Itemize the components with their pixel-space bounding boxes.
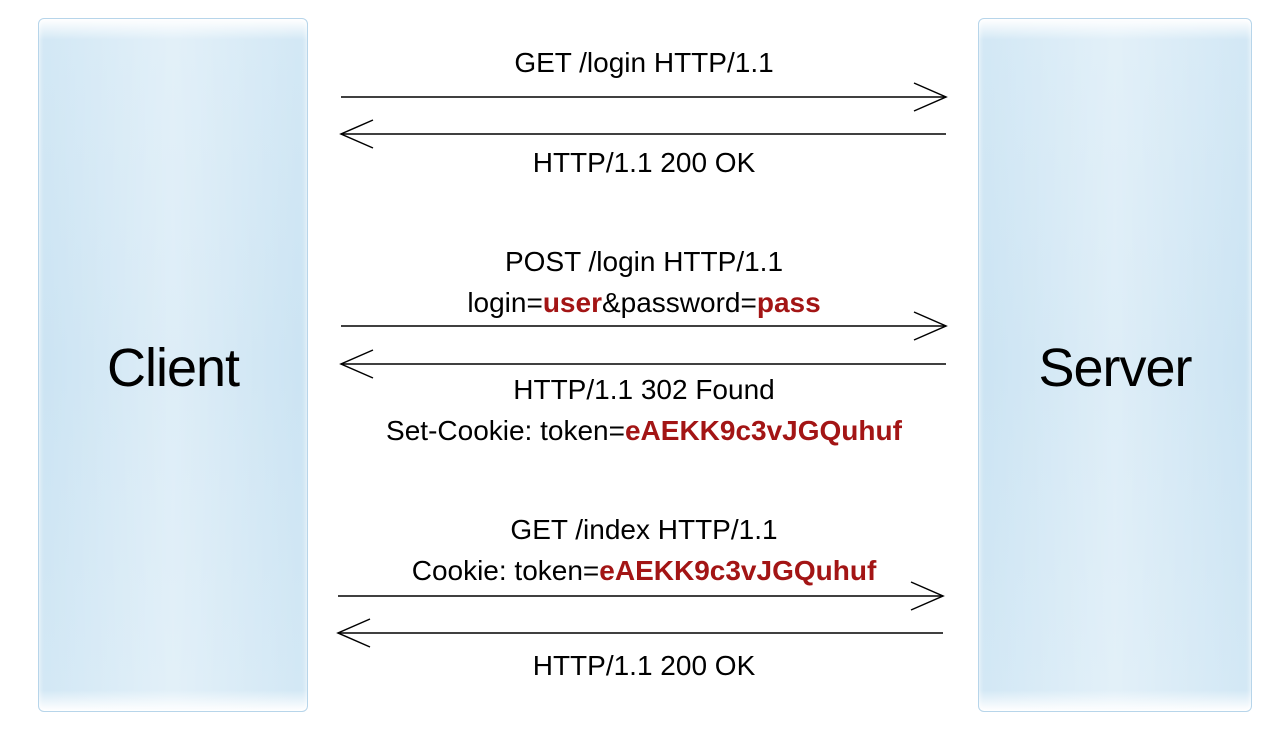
response-3-line: HTTP/1.1 200 OK <box>532 650 756 681</box>
server-box: Server <box>978 18 1252 712</box>
request-2-user-value: user <box>542 287 602 318</box>
response-2-line: HTTP/1.1 302 Found <box>513 374 775 405</box>
request-1-line: GET /login HTTP/1.1 <box>514 47 774 78</box>
arrow-request-2 <box>341 311 948 341</box>
arrow-response-2 <box>339 349 946 379</box>
request-2-body-prefix: login= <box>467 287 543 318</box>
client-box: Client <box>38 18 308 712</box>
request-2-body: login=user&password=pass <box>340 284 948 322</box>
arrow-request-3 <box>338 581 945 611</box>
response-1-line: HTTP/1.1 200 OK <box>532 147 756 178</box>
arrow-request-1 <box>341 82 948 112</box>
request-3-cookie: Cookie: token=eAEKK9c3vJGQuhuf <box>340 552 948 590</box>
client-label: Client <box>106 338 240 398</box>
request-2-line: POST /login HTTP/1.1 <box>504 246 784 277</box>
server-label: Server <box>1038 338 1192 398</box>
request-2-pass-value: pass <box>756 287 821 318</box>
arrow-response-1 <box>339 119 946 149</box>
response-2-cookie-prefix: Set-Cookie: token= <box>386 415 625 446</box>
request-3-token: eAEKK9c3vJGQuhuf <box>599 555 877 586</box>
request-3-line: GET /index HTTP/1.1 <box>510 514 778 545</box>
request-2-body-mid: &password= <box>601 287 757 318</box>
response-2-set-cookie: Set-Cookie: token=eAEKK9c3vJGQuhuf <box>340 412 948 450</box>
arrow-response-3 <box>336 618 943 648</box>
response-2-token: eAEKK9c3vJGQuhuf <box>624 415 902 446</box>
request-3-cookie-prefix: Cookie: token= <box>411 555 600 586</box>
